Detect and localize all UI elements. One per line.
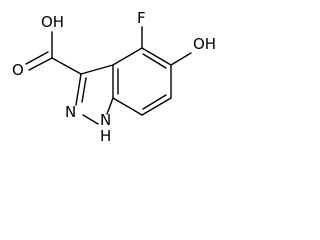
bond-c6-oh bbox=[170, 52, 192, 66]
bond-c3-n2-inner bbox=[81, 77, 87, 103]
hydroxyl-label: OH bbox=[193, 35, 216, 53]
carbonyl-o-label: O bbox=[12, 61, 24, 79]
bond-c3a-c3 bbox=[80, 64, 114, 75]
bond-c3a-c4 bbox=[112, 47, 143, 66]
bond-c6-c7 bbox=[141, 97, 172, 116]
nh-h-label: H bbox=[100, 127, 111, 145]
chemical-structure: F OH O OH N N H bbox=[12, 9, 216, 145]
bond-c7-c7a bbox=[112, 97, 143, 116]
bond-c-o-double-b bbox=[25, 51, 49, 65]
bond-n1-c7a bbox=[106, 97, 114, 115]
bond-n2-n1 bbox=[82, 114, 99, 125]
bond-c4-c5-inner bbox=[142, 53, 167, 69]
ring-n-label: N bbox=[65, 103, 76, 121]
bond-c4-c5 bbox=[141, 47, 172, 66]
nh-n-label: N bbox=[100, 111, 111, 129]
fluoro-label: F bbox=[137, 9, 146, 27]
carboxyl-oh-label: OH bbox=[41, 13, 64, 31]
bond-c3-ccooh bbox=[51, 57, 82, 75]
bond-c3-n2 bbox=[75, 73, 82, 106]
bond-c6-c7-inner bbox=[142, 94, 167, 110]
bond-c-o-double-a bbox=[28, 57, 53, 71]
